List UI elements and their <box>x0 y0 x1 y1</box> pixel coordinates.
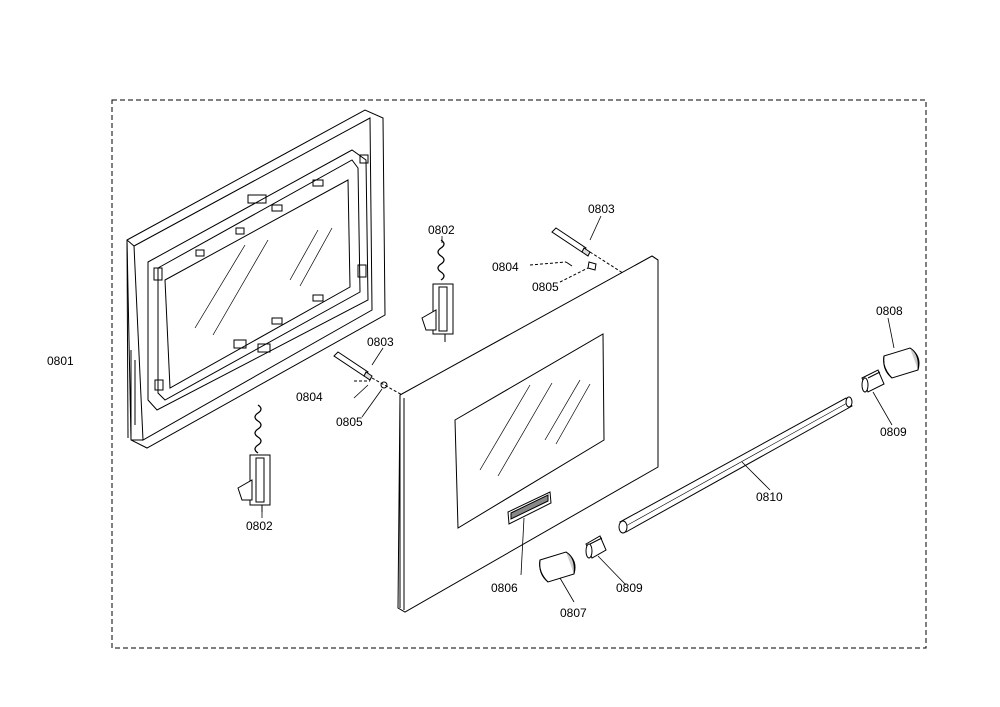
label-0802-lower[interactable]: 0802 <box>246 519 273 533</box>
label-0809-right[interactable]: 0809 <box>880 425 907 439</box>
end-cap-left[interactable] <box>539 551 576 583</box>
label-0809-left[interactable]: 0809 <box>616 581 643 595</box>
assembly-boundary <box>111 99 927 649</box>
hinge-upper-center[interactable] <box>421 239 454 342</box>
label-0808[interactable]: 0808 <box>876 304 903 318</box>
bushing-left[interactable] <box>585 535 607 559</box>
inner-door-frame[interactable] <box>126 109 386 449</box>
label-0805-left[interactable]: 0805 <box>336 415 363 429</box>
label-0804-right[interactable]: 0804 <box>492 260 519 274</box>
label-0801[interactable]: 0801 <box>47 354 74 368</box>
label-0804-left[interactable]: 0804 <box>296 390 323 404</box>
label-0802-upper[interactable]: 0802 <box>428 223 455 237</box>
label-0803-right[interactable]: 0803 <box>588 202 615 216</box>
label-0803-left[interactable]: 0803 <box>367 335 394 349</box>
outer-glass-panel[interactable] <box>397 255 659 613</box>
label-0805-right[interactable]: 0805 <box>532 280 559 294</box>
label-0806[interactable]: 0806 <box>491 581 518 595</box>
label-0810[interactable]: 0810 <box>756 490 783 504</box>
leader-lines <box>261 215 895 603</box>
label-0807[interactable]: 0807 <box>560 606 587 620</box>
end-cap-right[interactable] <box>883 347 920 379</box>
handle-bar[interactable] <box>618 396 853 534</box>
bushing-right[interactable] <box>861 369 885 393</box>
hinge-lower-left[interactable] <box>237 404 271 512</box>
